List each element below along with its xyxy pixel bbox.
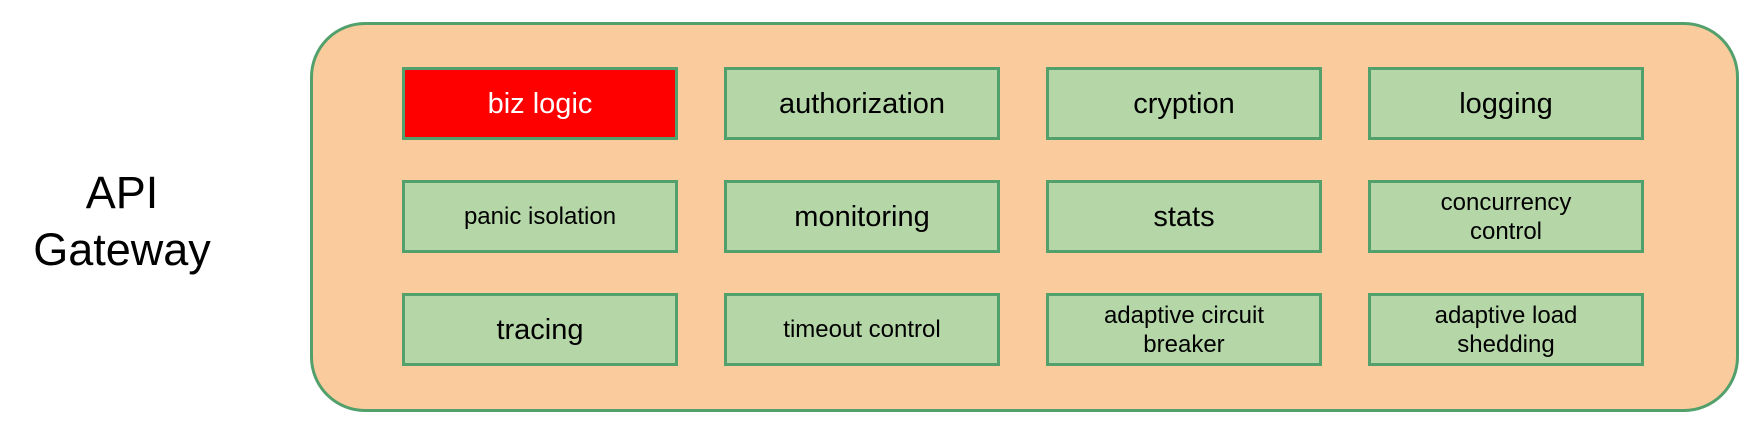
- module-box-concurrency-control: concurrency control: [1368, 180, 1644, 253]
- module-box-panic-isolation: panic isolation: [402, 180, 678, 253]
- module-box-biz-logic: biz logic: [402, 67, 678, 140]
- module-box-monitoring: monitoring: [724, 180, 1000, 253]
- module-box-adaptive-load-shedding: adaptive load shedding: [1368, 293, 1644, 366]
- module-grid: biz logic authorization cryption logging pan…: [402, 67, 1644, 366]
- api-gateway-title: API Gateway: [33, 167, 211, 275]
- module-box-stats: stats: [1046, 180, 1322, 253]
- module-box-authorization: authorization: [724, 67, 1000, 140]
- gateway-container: biz logic authorization cryption logging pan…: [310, 22, 1739, 412]
- module-box-logging: logging: [1368, 67, 1644, 140]
- module-box-adaptive-circuit-breaker: adaptive circuit breaker: [1046, 293, 1322, 366]
- module-box-cryption: cryption: [1046, 67, 1322, 140]
- module-box-tracing: tracing: [402, 293, 678, 366]
- module-box-timeout-control: timeout control: [724, 293, 1000, 366]
